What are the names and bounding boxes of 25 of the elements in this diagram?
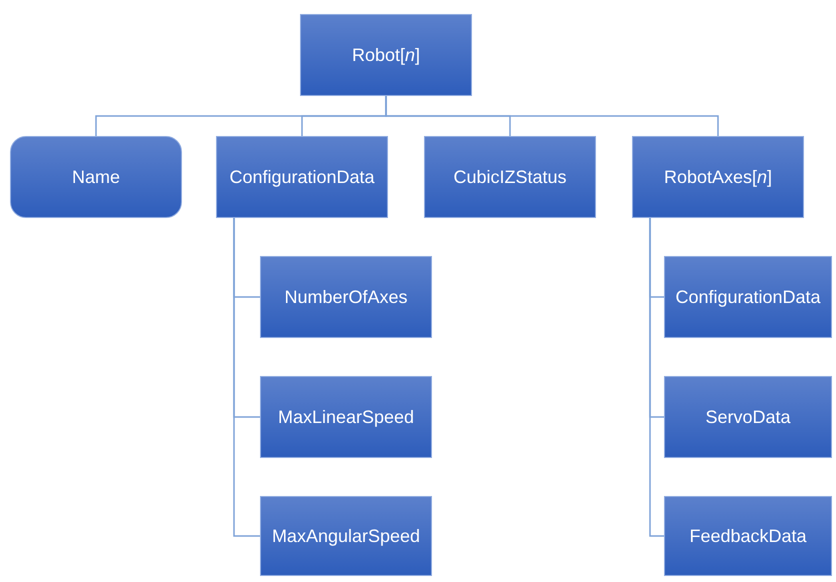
node-label: Name (72, 166, 120, 188)
node-box (10, 136, 182, 218)
node-box (216, 136, 388, 218)
connector-line (649, 218, 664, 537)
node-box (260, 496, 432, 576)
node-box (260, 376, 432, 458)
node-label: CubicIZStatus (453, 166, 567, 188)
node-label: MaxAngularSpeed (272, 524, 420, 548)
node-label: ConfigurationData (229, 166, 375, 189)
node-box (260, 256, 432, 338)
node-label: ConfigurationData (675, 286, 821, 309)
node-box (632, 136, 804, 218)
connector-line (385, 96, 719, 136)
node-box (664, 256, 832, 338)
node-box (424, 136, 596, 218)
connector-line (233, 218, 260, 537)
node-label: Robot[n] (352, 44, 420, 67)
node-label: MaxLinearSpeed (278, 406, 414, 429)
node-label: FeedbackData (689, 524, 807, 548)
node-box (664, 376, 832, 458)
node-label: NumberOfAxes (284, 286, 408, 308)
node-box (300, 14, 472, 96)
node-box (664, 496, 832, 576)
node-label: RobotAxes[n] (664, 166, 772, 189)
node-label: ServoData (705, 406, 791, 428)
